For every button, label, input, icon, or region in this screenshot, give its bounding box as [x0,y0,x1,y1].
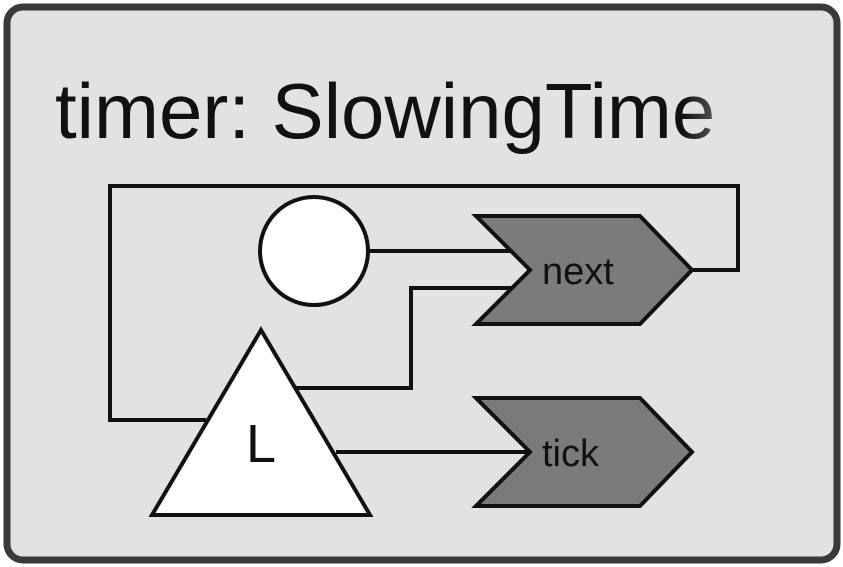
circle-node[interactable] [258,195,370,307]
connections [108,184,740,454]
triangle-to-next-line [296,286,530,390]
triangle-node-label: L [246,414,276,474]
component-title: timer: SlowingTime [55,67,715,155]
triangle-node[interactable]: L [148,326,374,517]
triangle-node-shape [148,326,374,517]
feedback-loop-line [108,184,740,422]
port-next[interactable]: next [471,214,695,326]
port-tick[interactable]: tick [471,396,695,508]
port-next-label: next [542,251,614,293]
port-tick-shape [471,396,695,508]
port-tick-label: tick [542,433,600,475]
port-next-shape [471,214,695,326]
